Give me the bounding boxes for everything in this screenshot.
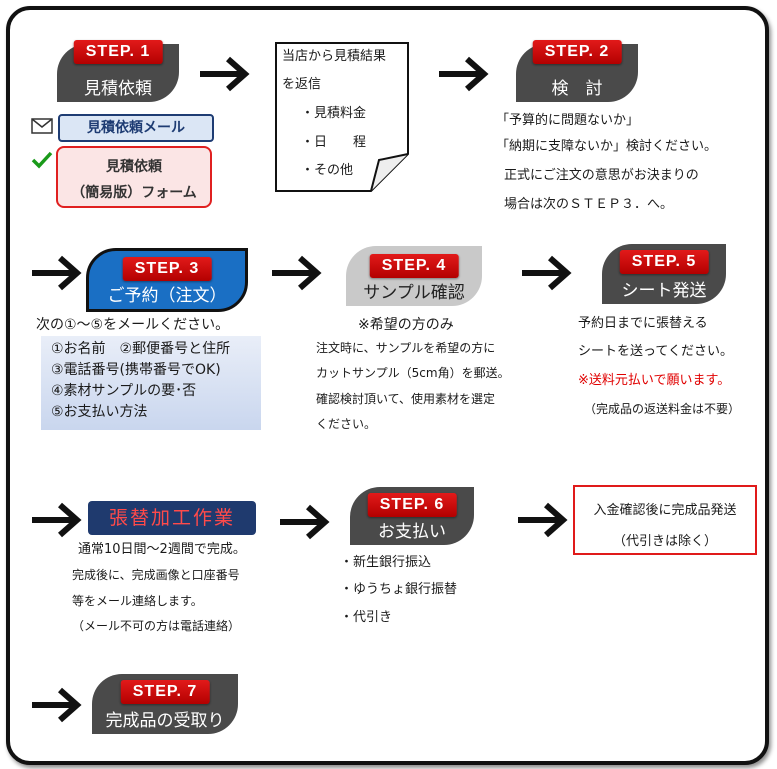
arrow-right-icon [516, 501, 568, 539]
step4-label: STEP. 4 [369, 254, 459, 278]
step3-item4: ⑤お支払い方法 [51, 404, 148, 420]
step6-item2: ・ゆうちょ銀行振替 [340, 582, 458, 597]
quote-note-line2: を返信 [282, 77, 322, 92]
step3-intro: 次の①～⑤をメールください。 [36, 317, 230, 333]
step6-badge: STEP. 6 お支払い [350, 487, 474, 545]
step3-item2: ③電話番号(携帯番号でOK) [51, 362, 221, 378]
step5-line3: （完成品の返送料金は不要） [584, 402, 741, 416]
step2-text-line4: 場合は次のＳＴＥＰ３．へ。 [504, 197, 674, 212]
arrow-right-icon [278, 503, 330, 541]
step6-item1: ・新生銀行振込 [340, 555, 432, 570]
step1-label: STEP. 1 [73, 40, 163, 64]
arrow-right-icon [437, 55, 489, 93]
step5-badge: STEP. 5 シート発送 [602, 244, 726, 304]
step6-label: STEP. 6 [367, 493, 457, 517]
work-line3: 等をメール連絡します。 [72, 594, 203, 608]
work-title: 張替加工作業 [108, 507, 235, 529]
step6-item3: ・代引き [340, 610, 393, 625]
step2-label: STEP. 2 [532, 40, 622, 64]
quote-note-line1: 当店から見積結果 [282, 49, 387, 64]
quote-note-item1: ・見積料金 [301, 106, 367, 121]
arrow-right-icon [30, 686, 82, 724]
arrow-right-icon [270, 254, 322, 292]
step1-title: 見積依頼 [84, 79, 152, 99]
quote-request-mail-button[interactable]: 見積依頼メール [58, 114, 214, 142]
step5-title: シート発送 [621, 281, 707, 301]
work-line1: 通常10日間～2週間で完成。 [78, 542, 246, 557]
step2-text-line3: 正式にご注文の意思がお決まりの [504, 168, 699, 183]
step3-label: STEP. 3 [122, 257, 212, 281]
step6-title: お支払い [378, 522, 446, 542]
step4-line2: カットサンプル（5cm角）を郵送。 [316, 366, 510, 380]
arrow-right-icon [198, 55, 250, 93]
step5-line1: 予約日までに張替える [578, 316, 708, 331]
form-button-line1: 見積依頼 [106, 159, 162, 175]
step3-list-box: ①お名前 ②郵便番号と住所 ③電話番号(携帯番号でOK) ④素材サンプルの要･否… [41, 336, 261, 430]
step5-line2: シートを送ってください。 [578, 344, 733, 359]
quote-note-item3: ・その他 [301, 163, 354, 178]
form-button-line2: （簡易版）フォーム [71, 185, 197, 201]
step3-badge: STEP. 3 ご予約（注文） [86, 248, 248, 312]
step4-badge: STEP. 4 サンプル確認 [346, 246, 482, 306]
shipping-box: 入金確認後に完成品発送 （代引きは除く） [573, 485, 757, 555]
step5-label: STEP. 5 [619, 250, 709, 274]
step7-title: 完成品の受取り [105, 711, 225, 731]
step2-title: 検 討 [551, 79, 603, 99]
quote-note-item2: ・日 程 [301, 135, 367, 150]
step2-text-line1: 「予算的に問題ないか」 [496, 113, 640, 128]
arrow-right-icon [520, 254, 572, 292]
step3-item1: ①お名前 ②郵便番号と住所 [51, 341, 231, 357]
quote-request-form-button[interactable]: 見積依頼 （簡易版）フォーム [56, 146, 212, 208]
mail-button-label: 見積依頼メール [87, 120, 185, 136]
step1-badge: STEP. 1 見積依頼 [57, 40, 179, 102]
step5-warning: ※送料元払いで願います。 [578, 373, 731, 388]
checkmark-icon [31, 150, 53, 170]
envelope-icon [31, 118, 53, 134]
work-line4: （メール不可の方は電話連絡） [72, 619, 241, 633]
shipping-line1: 入金確認後に完成品発送 [593, 503, 737, 518]
step2-badge: STEP. 2 検 討 [516, 40, 638, 102]
step3-title: ご予約（注文） [107, 286, 227, 306]
step4-line1: 注文時に、サンプルを希望の方に [316, 341, 496, 355]
shipping-line2: （代引きは除く） [612, 534, 717, 549]
step7-badge: STEP. 7 完成品の受取り [92, 674, 238, 734]
step3-item3: ④素材サンプルの要･否 [51, 383, 197, 399]
work-line2: 完成後に、完成画像と口座番号 [72, 568, 240, 582]
work-title-badge: 張替加工作業 [88, 501, 256, 535]
step4-title: サンプル確認 [363, 283, 465, 303]
step4-line3: 確認検討頂いて、使用素材を選定 [316, 392, 496, 406]
arrow-right-icon [30, 501, 82, 539]
step7-label: STEP. 7 [120, 680, 210, 704]
step4-line4: ください。 [316, 417, 377, 431]
step4-note: ※希望の方のみ [358, 317, 454, 333]
arrow-right-icon [30, 254, 82, 292]
step2-text-line2: 「納期に支障ないか」検討ください。 [496, 139, 718, 154]
quote-result-note: 当店から見積結果 を返信 ・見積料金 ・日 程 ・その他 [275, 42, 409, 192]
